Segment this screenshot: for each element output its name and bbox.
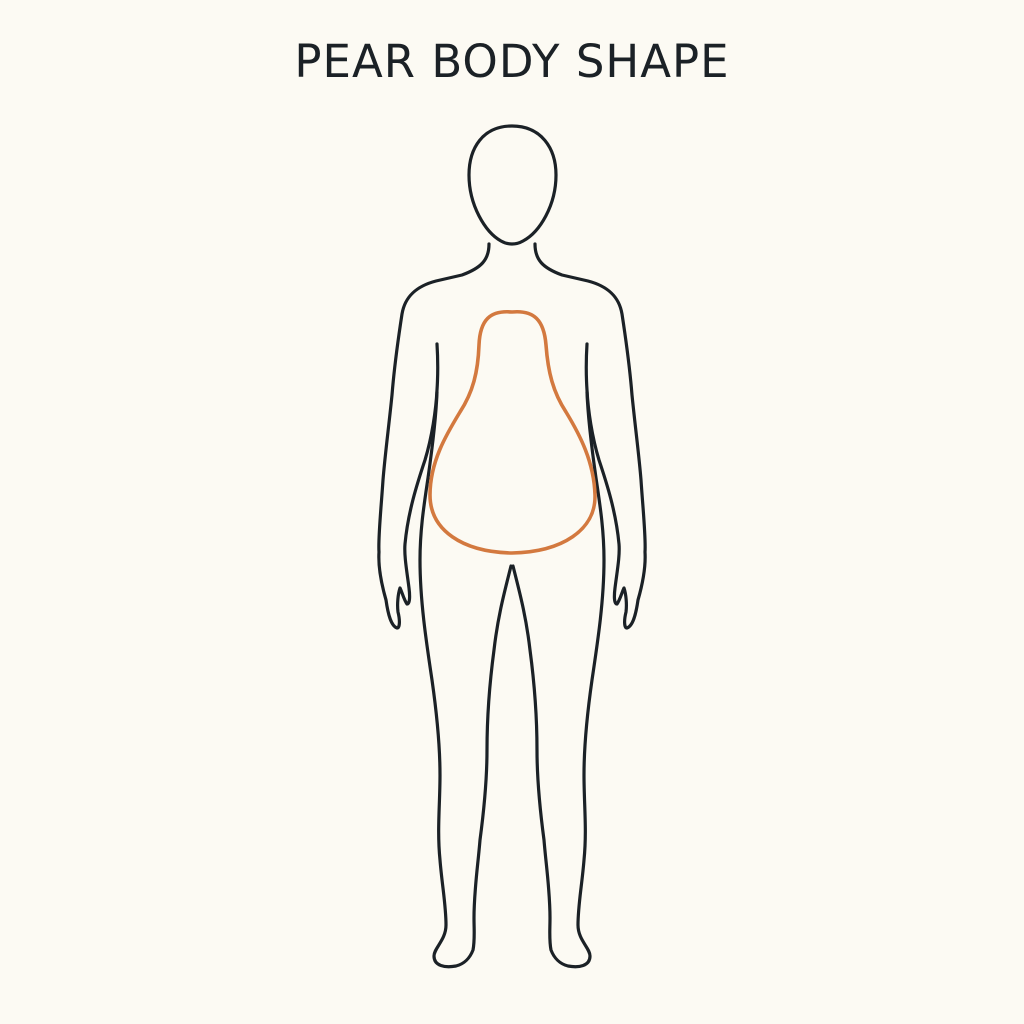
right-torso-leg-outline — [511, 390, 606, 969]
left-shoulder-arm-outline — [377, 242, 491, 630]
human-outline — [377, 124, 647, 969]
head-outline — [467, 124, 558, 246]
diagram-title: PEAR BODY SHAPE — [294, 35, 730, 88]
right-shoulder-arm-outline — [533, 242, 647, 630]
pear-shape-outline — [428, 310, 597, 555]
left-torso-leg-outline — [418, 390, 513, 969]
